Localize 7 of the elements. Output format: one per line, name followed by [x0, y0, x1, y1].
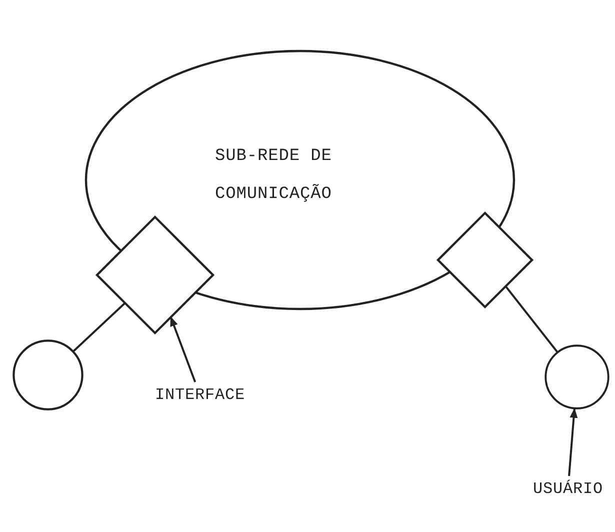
- callout-label: USUÁRIO: [532, 478, 603, 500]
- connector-line: [504, 286, 558, 352]
- connector-line: [72, 302, 126, 352]
- leader-arrow: [170, 316, 196, 382]
- network-label: SUB-REDE DE COMUNICAÇÃO: [215, 146, 333, 206]
- leader-arrow: [568, 408, 578, 476]
- callout-label: INTERFACE: [154, 385, 245, 406]
